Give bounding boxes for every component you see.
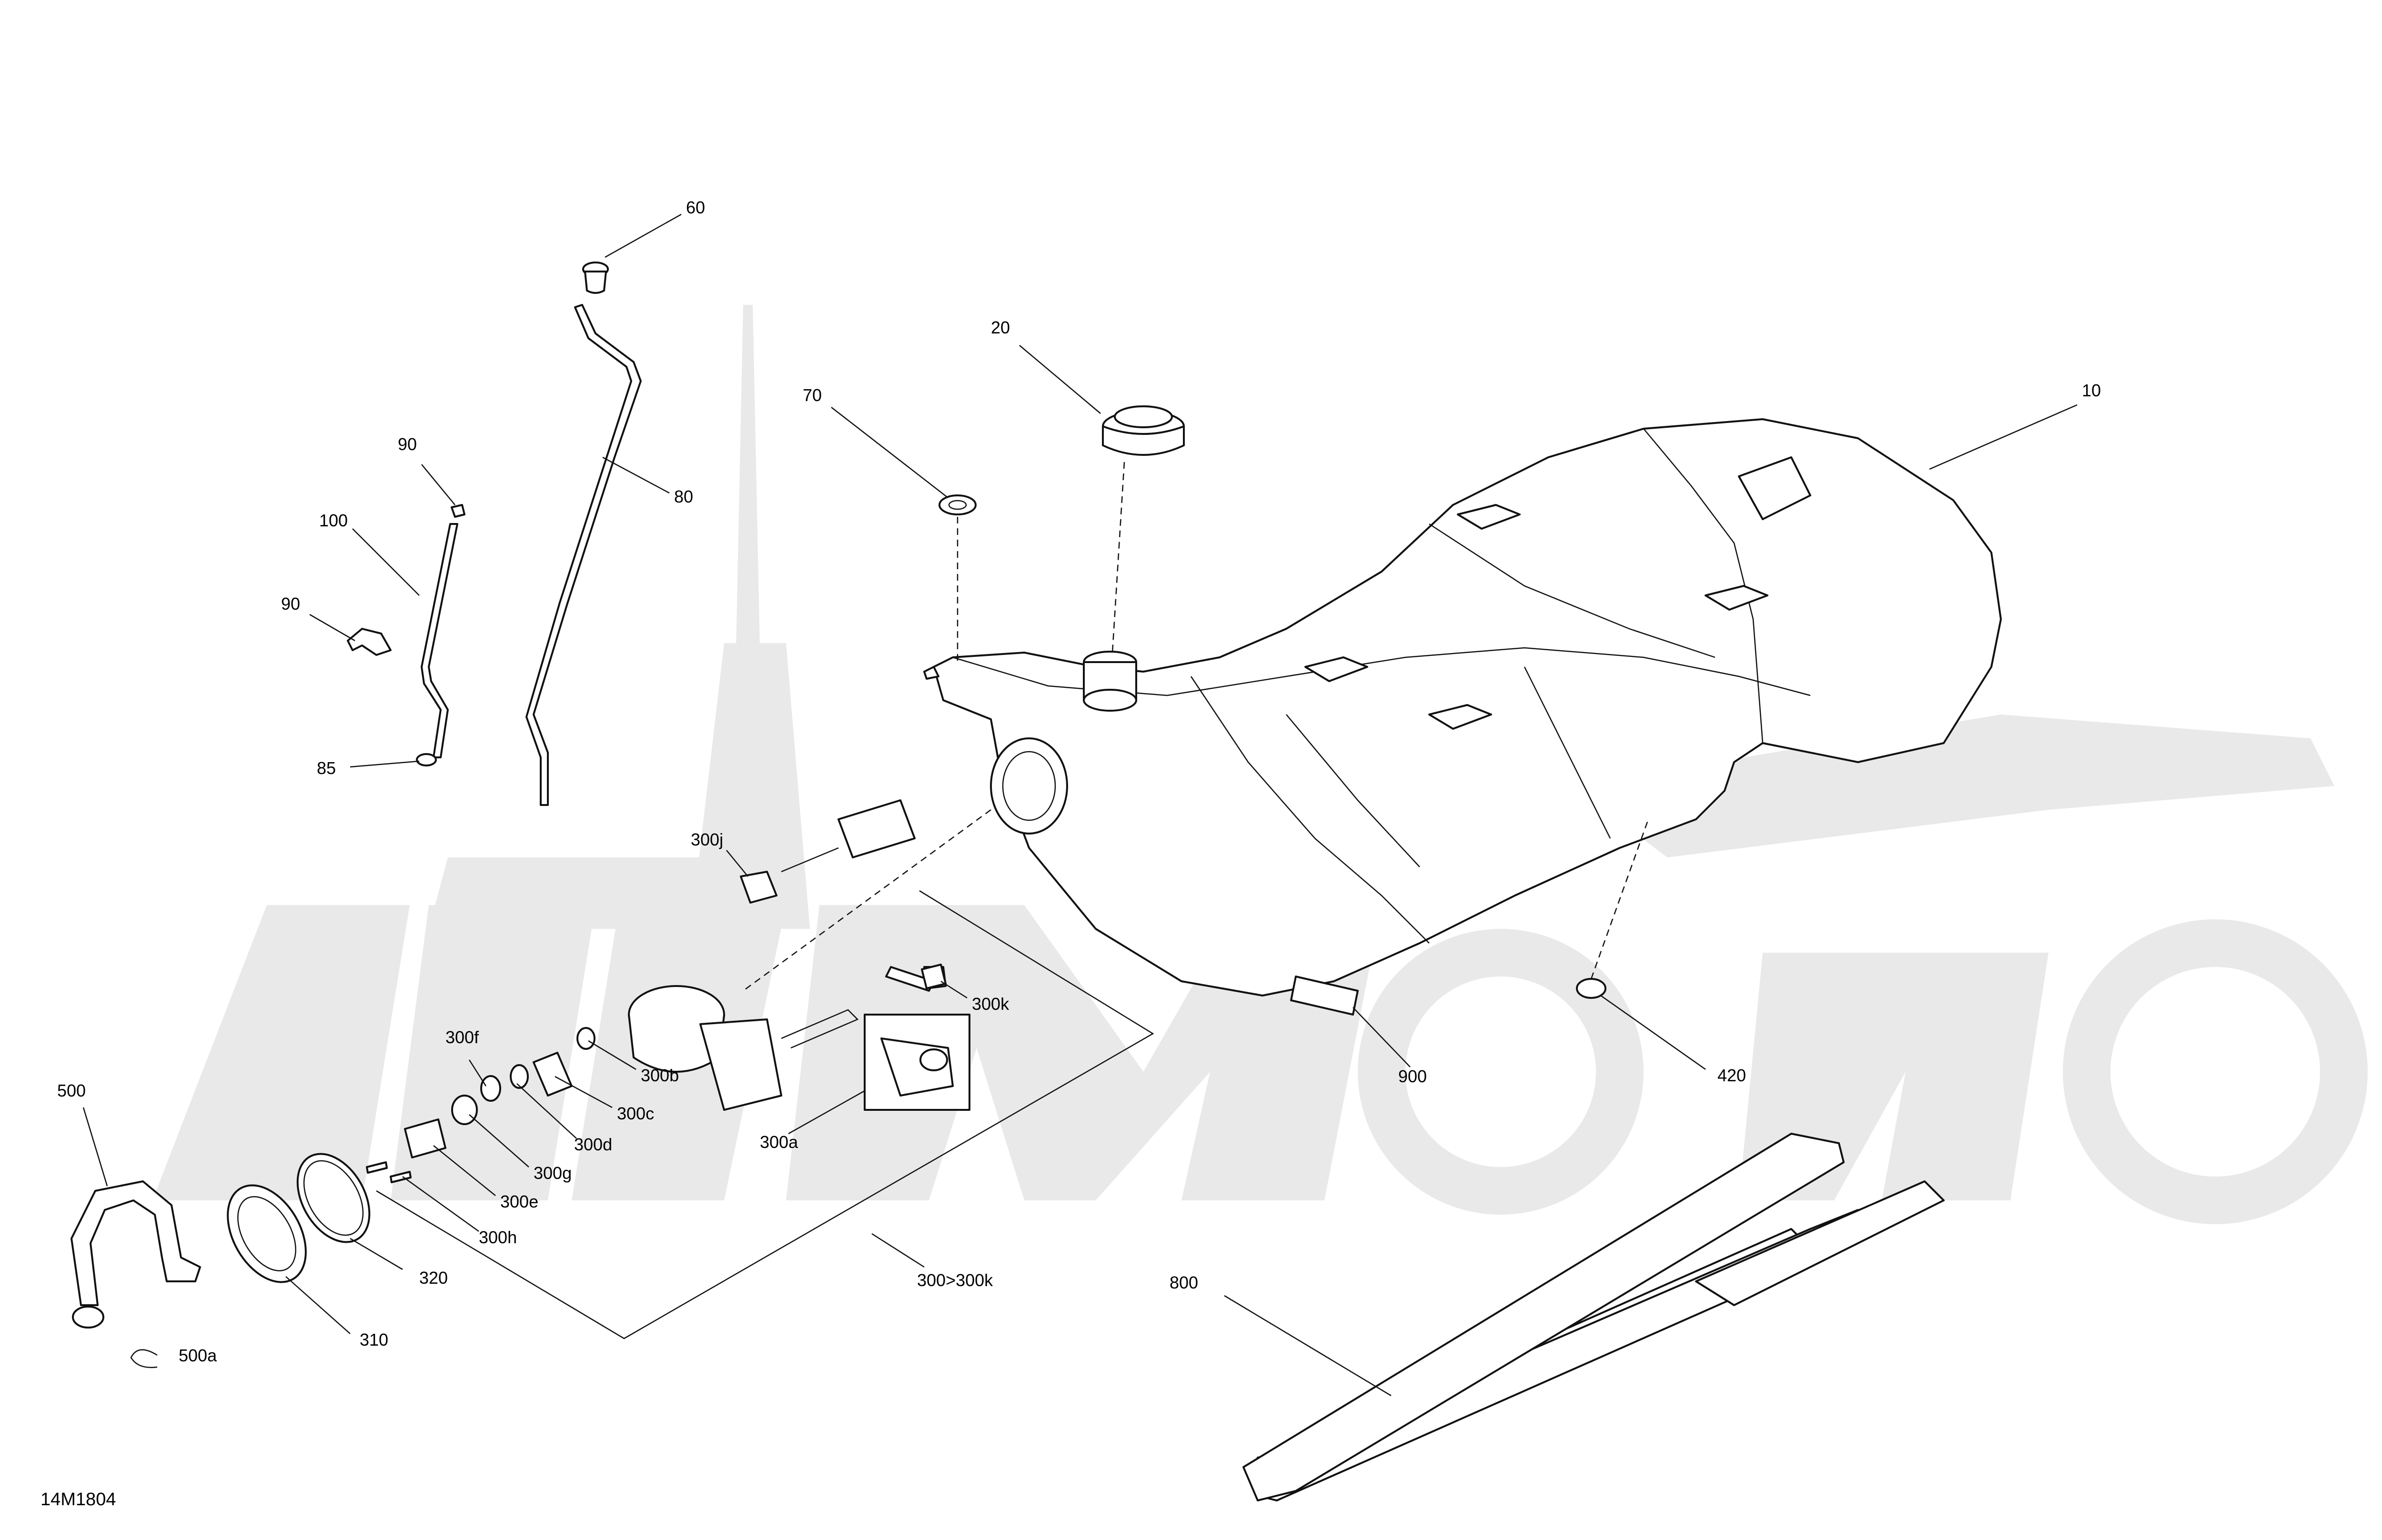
vent-hose-part-80[interactable]: [525, 304, 642, 806]
callout-300d[interactable]: 300d: [574, 1135, 612, 1154]
callout-10[interactable]: 10: [2082, 381, 2101, 400]
fuel-tank-part-10[interactable]: [923, 418, 2002, 996]
leader-lines: [82, 213, 2078, 1397]
callout-labels: 10 20 60 70 80 85 90 90 100 300j 300k 30…: [40, 198, 2101, 1510]
callout-300e[interactable]: 300e: [500, 1192, 538, 1211]
callout-800[interactable]: 800: [1170, 1273, 1198, 1292]
nut-part-420[interactable]: [1576, 819, 1649, 999]
clamp-part-85[interactable]: [416, 753, 437, 766]
callout-20[interactable]: 20: [991, 318, 1010, 337]
regulator-part-300e[interactable]: [404, 1118, 446, 1158]
callout-300j[interactable]: 300j: [691, 830, 723, 849]
callout-300-group[interactable]: 300>300k: [917, 1270, 993, 1290]
assembly-group-bracket: [376, 890, 1154, 1339]
clip-part-90-top[interactable]: [451, 504, 465, 518]
protective-sheet-part-800[interactable]: [1242, 1133, 1945, 1501]
clip-part-90-lower[interactable]: [347, 628, 392, 656]
callout-300h[interactable]: 300h: [479, 1228, 517, 1247]
gasket-part-320[interactable]: [283, 1141, 384, 1255]
detail-inset-part-300a[interactable]: [864, 1014, 970, 1111]
callout-300g[interactable]: 300g: [534, 1163, 572, 1183]
diagram-code: 14M1804: [40, 1490, 116, 1510]
pin-part-300h[interactable]: [366, 1161, 412, 1183]
callout-300b[interactable]: 300b: [641, 1066, 679, 1085]
callout-85[interactable]: 85: [317, 758, 336, 778]
oring-part-300d[interactable]: [510, 1064, 529, 1089]
grommet-part-70[interactable]: [939, 494, 977, 662]
callout-70[interactable]: 70: [803, 385, 822, 405]
callout-90-top[interactable]: 90: [398, 434, 417, 454]
callout-300f[interactable]: 300f: [445, 1027, 479, 1047]
fuel-cap-part-20[interactable]: [1102, 405, 1185, 653]
callout-310[interactable]: 310: [360, 1330, 388, 1349]
locking-ring-part-310[interactable]: [212, 1172, 322, 1296]
drain-hose-part-100[interactable]: [421, 523, 458, 758]
callout-80[interactable]: 80: [674, 487, 693, 506]
callout-900[interactable]: 900: [1398, 1067, 1427, 1086]
callout-320[interactable]: 320: [419, 1268, 448, 1288]
clip-part-500a[interactable]: [130, 1349, 158, 1368]
callout-90-lower[interactable]: 90: [281, 594, 300, 614]
callout-500[interactable]: 500: [57, 1081, 86, 1100]
fuel-level-sensor-part-300j[interactable]: [740, 799, 991, 992]
callout-300c[interactable]: 300c: [617, 1104, 654, 1123]
filter-part-300k[interactable]: [921, 964, 947, 989]
oring-part-300b[interactable]: [576, 1027, 596, 1050]
callout-420[interactable]: 420: [1717, 1066, 1746, 1085]
callout-500a[interactable]: 500a: [179, 1346, 217, 1365]
callout-300a[interactable]: 300a: [760, 1132, 798, 1152]
callout-100[interactable]: 100: [319, 511, 348, 530]
fuel-line-part-500[interactable]: [71, 1180, 201, 1329]
vent-valve-part-60[interactable]: [582, 262, 609, 294]
seal-part-300g[interactable]: [451, 1095, 478, 1125]
label-part-900[interactable]: [1290, 976, 1359, 1016]
callout-60[interactable]: 60: [686, 198, 705, 217]
oring-part-300f[interactable]: [480, 1075, 501, 1102]
callout-300k[interactable]: 300k: [972, 994, 1009, 1014]
